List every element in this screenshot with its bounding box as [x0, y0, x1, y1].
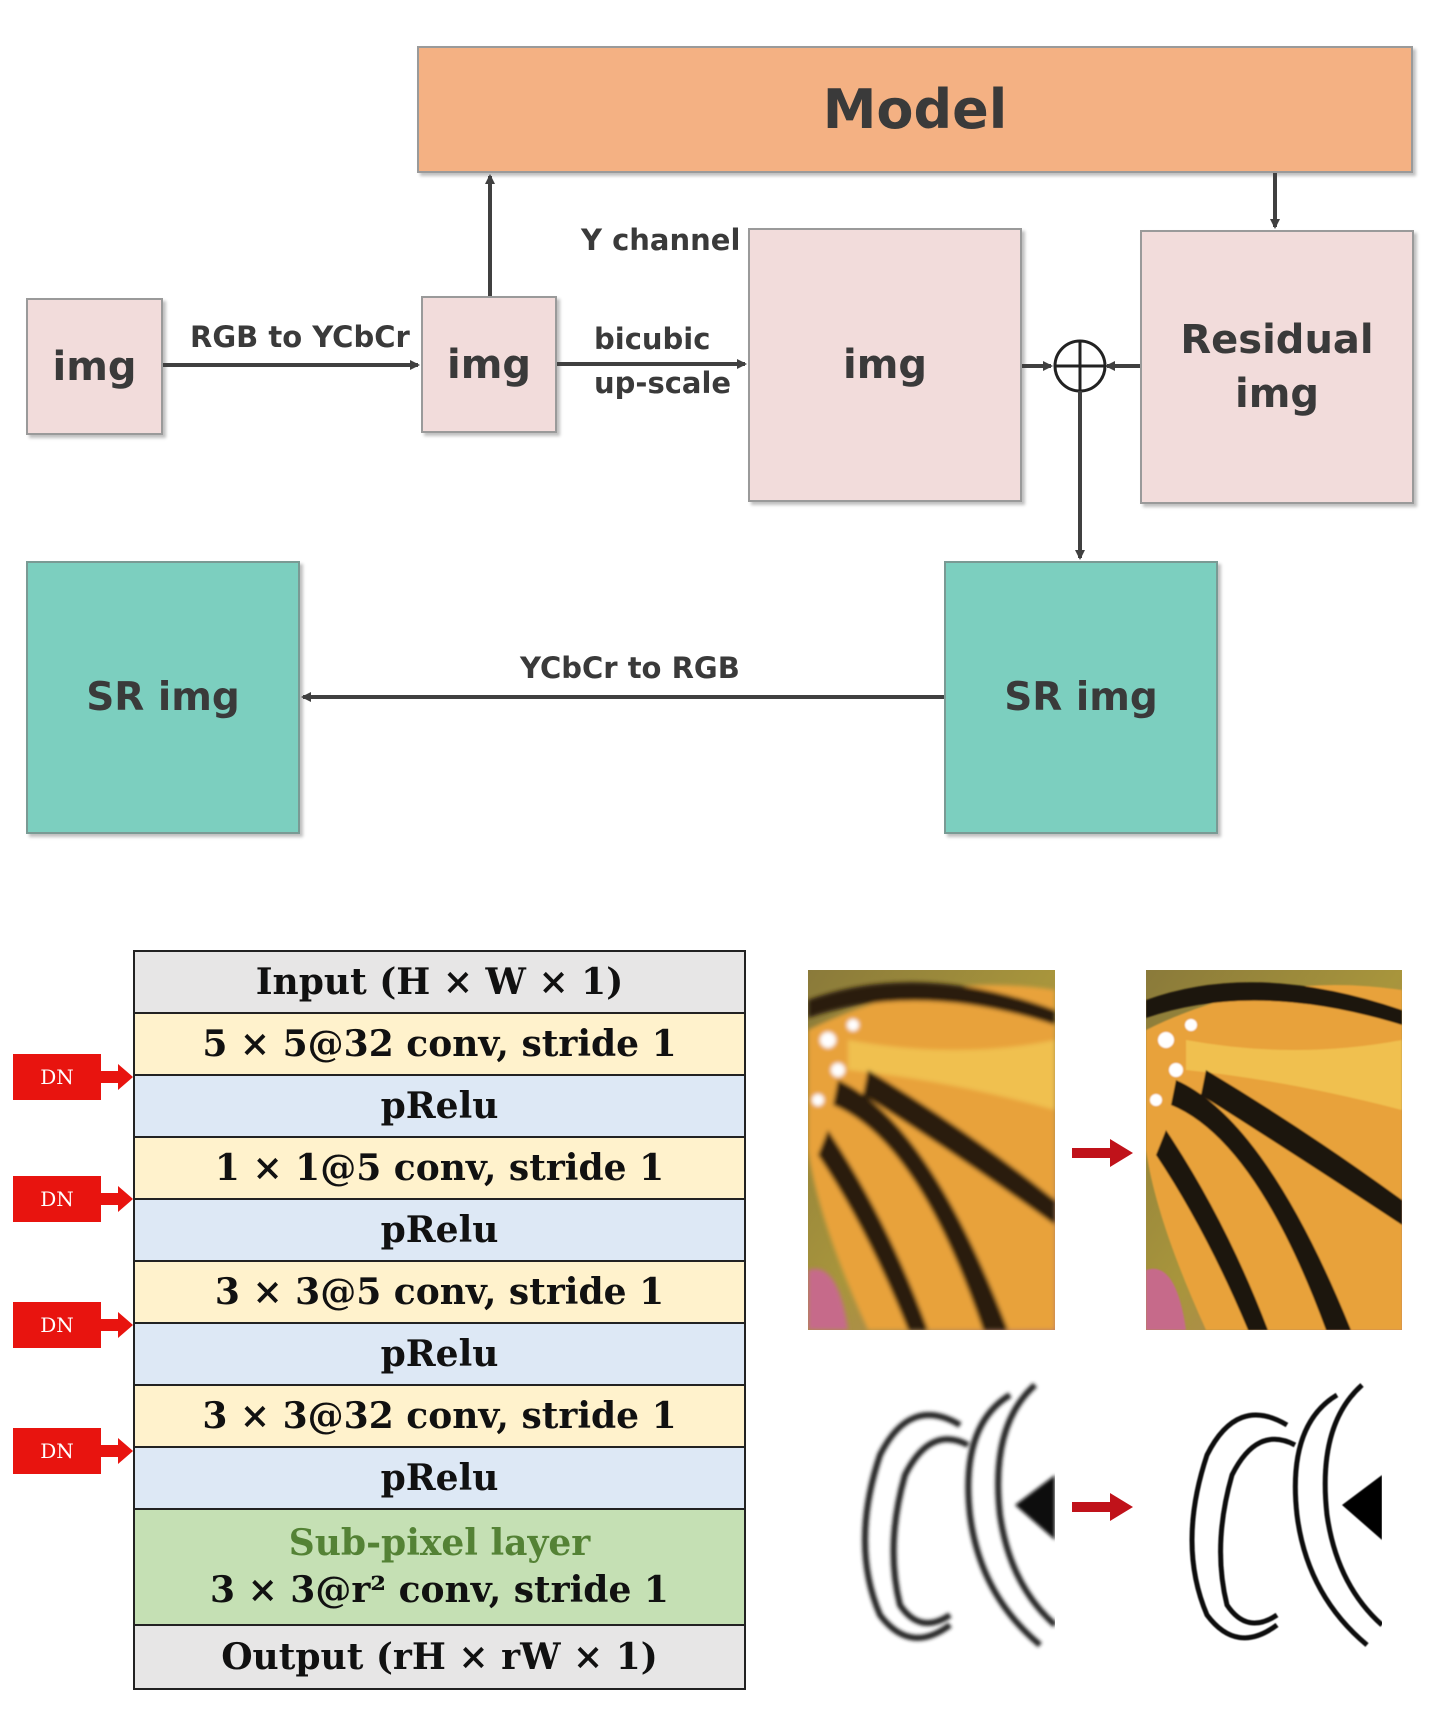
sum-node-icon [1053, 339, 1107, 393]
layer-conv-1-label: 5 × 5@32 conv, stride 1 [202, 1023, 677, 1065]
layer-prelu-3-label: pRelu [380, 1333, 499, 1375]
pipeline-arrows [163, 173, 1280, 702]
layer-conv-3-label: 3 × 3@5 conv, stride 1 [214, 1271, 665, 1313]
butterfly-sr-drawing [1146, 970, 1402, 1330]
example-arrow-1-icon [1072, 1139, 1133, 1167]
dn-label: DN [40, 1439, 74, 1463]
layer-prelu-3: pRelu [133, 1322, 746, 1386]
layer-conv-2: 1 × 1@5 conv, stride 1 [133, 1136, 746, 1200]
text-lr-drawing [840, 1365, 1055, 1655]
y-img-label: img [446, 341, 532, 388]
layer-prelu-2-label: pRelu [380, 1209, 499, 1251]
ycbcr-to-rgb-label: YCbCr to RGB [520, 651, 740, 685]
layer-prelu-2: pRelu [133, 1198, 746, 1262]
residual-label-line1: Residual [1180, 317, 1374, 363]
butterfly-lr-drawing [808, 970, 1055, 1330]
upscaled-img-box: img [748, 228, 1022, 502]
dn-marker-4: DN [13, 1428, 101, 1474]
butterfly-lr-image [808, 970, 1055, 1330]
sr-img-left-box: SR img [26, 561, 300, 834]
layer-conv-2-label: 1 × 1@5 conv, stride 1 [214, 1147, 665, 1189]
layer-prelu-4-label: pRelu [380, 1457, 499, 1499]
model-label: Model [822, 78, 1008, 141]
dn-label: DN [40, 1187, 74, 1211]
text-sr-image [1170, 1365, 1382, 1655]
dn-marker-1: DN [13, 1054, 101, 1100]
dn-arrow-2-icon [101, 1186, 133, 1212]
sr-img-right-label: SR img [1004, 675, 1158, 720]
layer-prelu-4: pRelu [133, 1446, 746, 1510]
layer-conv-1: 5 × 5@32 conv, stride 1 [133, 1012, 746, 1076]
layer-prelu-1: pRelu [133, 1074, 746, 1138]
example-arrow-2-icon [1072, 1493, 1133, 1521]
model-box: Model [417, 46, 1413, 173]
text-sr-drawing [1170, 1365, 1382, 1655]
sr-img-right-box: SR img [944, 561, 1218, 834]
dn-label: DN [40, 1313, 74, 1337]
residual-label-line2: img [1234, 371, 1320, 417]
layer-conv-4: 3 × 3@32 conv, stride 1 [133, 1384, 746, 1448]
bicubic-label-line2: up-scale [594, 366, 732, 400]
residual-img-box: Residual img [1140, 230, 1414, 504]
bicubic-label-line1: bicubic [594, 322, 711, 356]
dn-arrow-1-icon [101, 1064, 133, 1090]
dn-label: DN [40, 1065, 74, 1089]
rgb-to-ycbcr-label: RGB to YCbCr [190, 320, 410, 354]
subpixel-conv-label: 3 × 3@r² conv, stride 1 [210, 1569, 669, 1611]
layer-input-label: Input (H × W × 1) [255, 961, 624, 1003]
y-img-box: img [421, 296, 557, 433]
dn-arrow-4-icon [101, 1438, 133, 1464]
layer-conv-4-label: 3 × 3@32 conv, stride 1 [202, 1395, 677, 1437]
y-channel-label: Y channel [581, 223, 741, 257]
layer-prelu-1-label: pRelu [380, 1085, 499, 1127]
layer-output-label: Output (rH × rW × 1) [221, 1636, 658, 1678]
upscaled-img-label: img [842, 342, 928, 388]
layer-output: Output (rH × rW × 1) [133, 1624, 746, 1690]
layer-input: Input (H × W × 1) [133, 950, 746, 1014]
dn-marker-2: DN [13, 1176, 101, 1222]
layer-subpixel: Sub-pixel layer 3 × 3@r² conv, stride 1 [133, 1508, 746, 1626]
layer-conv-3: 3 × 3@5 conv, stride 1 [133, 1260, 746, 1324]
butterfly-sr-image [1146, 970, 1402, 1330]
dn-arrow-3-icon [101, 1312, 133, 1338]
sr-img-left-label: SR img [86, 675, 240, 720]
input-img-label: img [52, 343, 137, 390]
subpixel-title: Sub-pixel layer [288, 1522, 591, 1565]
input-img-box: img [26, 298, 163, 435]
dn-marker-3: DN [13, 1302, 101, 1348]
text-lr-image [840, 1365, 1055, 1655]
